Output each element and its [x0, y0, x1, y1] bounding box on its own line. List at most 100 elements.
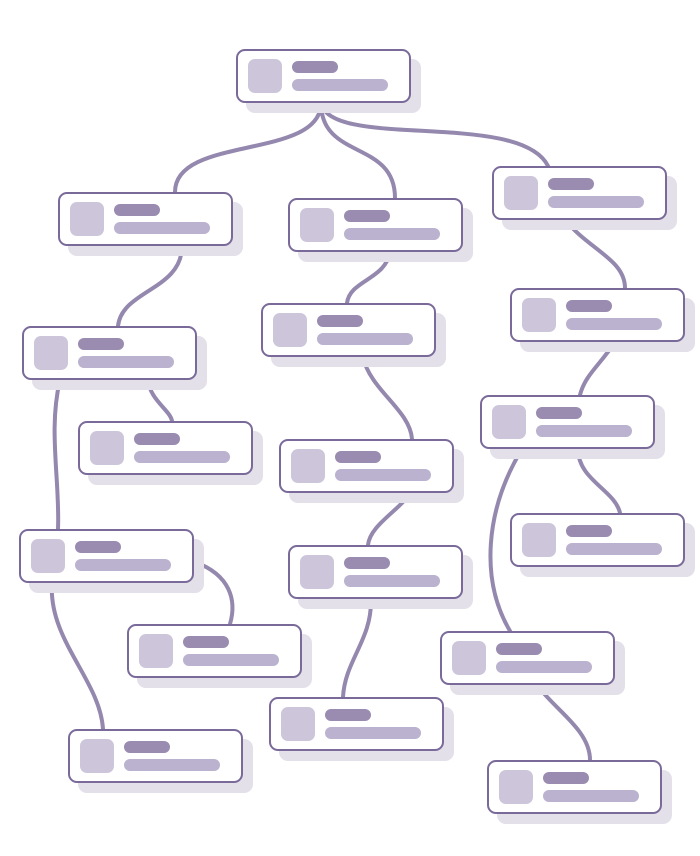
- node-subtitle-placeholder: [543, 790, 639, 802]
- node-card[interactable]: [236, 49, 411, 103]
- diagram-node[interactable]: [510, 288, 695, 352]
- node-card[interactable]: [279, 439, 454, 493]
- node-thumbnail-icon: [70, 202, 104, 236]
- diagram-node[interactable]: [279, 439, 464, 503]
- node-thumbnail-icon: [499, 770, 533, 804]
- node-subtitle-placeholder: [183, 654, 279, 666]
- node-card[interactable]: [78, 421, 253, 475]
- node-card[interactable]: [22, 326, 197, 380]
- node-subtitle-placeholder: [292, 79, 388, 91]
- node-subtitle-placeholder: [566, 543, 662, 555]
- node-thumbnail-icon: [80, 739, 114, 773]
- node-subtitle-placeholder: [536, 425, 632, 437]
- node-subtitle-placeholder: [548, 196, 644, 208]
- node-subtitle-placeholder: [114, 222, 210, 234]
- node-title-placeholder: [124, 741, 170, 753]
- node-title-placeholder: [183, 636, 229, 648]
- node-thumbnail-icon: [31, 539, 65, 573]
- node-thumbnail-icon: [291, 449, 325, 483]
- node-card[interactable]: [480, 395, 655, 449]
- node-thumbnail-icon: [452, 641, 486, 675]
- node-thumbnail-icon: [248, 59, 282, 93]
- node-card[interactable]: [19, 529, 194, 583]
- node-subtitle-placeholder: [344, 228, 440, 240]
- node-subtitle-placeholder: [566, 318, 662, 330]
- connector-edge: [341, 597, 374, 699]
- node-thumbnail-icon: [522, 523, 556, 557]
- node-thumbnail-icon: [273, 313, 307, 347]
- node-thumbnail-icon: [300, 208, 334, 242]
- node-subtitle-placeholder: [344, 575, 440, 587]
- diagram-node[interactable]: [261, 303, 446, 367]
- node-thumbnail-icon: [492, 405, 526, 439]
- connector-edge: [535, 683, 592, 762]
- node-subtitle-placeholder: [496, 661, 592, 673]
- diagram-node[interactable]: [288, 198, 473, 262]
- node-title-placeholder: [344, 557, 390, 569]
- node-card[interactable]: [58, 192, 233, 246]
- connector-edge: [488, 447, 524, 633]
- node-thumbnail-icon: [90, 431, 124, 465]
- node-title-placeholder: [78, 338, 124, 350]
- node-card[interactable]: [510, 288, 685, 342]
- node-card[interactable]: [510, 513, 685, 567]
- node-title-placeholder: [344, 210, 390, 222]
- node-card[interactable]: [487, 760, 662, 814]
- node-card[interactable]: [261, 303, 436, 357]
- node-thumbnail-icon: [522, 298, 556, 332]
- node-subtitle-placeholder: [124, 759, 220, 771]
- diagram-node[interactable]: [510, 513, 695, 577]
- node-title-placeholder: [325, 709, 371, 721]
- node-title-placeholder: [566, 525, 612, 537]
- node-title-placeholder: [292, 61, 338, 73]
- node-subtitle-placeholder: [134, 451, 230, 463]
- node-card[interactable]: [440, 631, 615, 685]
- node-title-placeholder: [566, 300, 612, 312]
- diagram-node[interactable]: [269, 697, 454, 761]
- diagram-node[interactable]: [236, 49, 421, 113]
- node-subtitle-placeholder: [78, 356, 174, 368]
- node-card[interactable]: [269, 697, 444, 751]
- connector-edge: [49, 581, 105, 731]
- node-title-placeholder: [543, 772, 589, 784]
- diagram-node[interactable]: [19, 529, 204, 593]
- node-title-placeholder: [496, 643, 542, 655]
- connector-edge: [52, 378, 62, 531]
- node-thumbnail-icon: [281, 707, 315, 741]
- connector-edge: [361, 355, 414, 441]
- diagram-node[interactable]: [22, 326, 207, 390]
- node-title-placeholder: [317, 315, 363, 327]
- connector-edge: [116, 244, 184, 328]
- node-card[interactable]: [127, 624, 302, 678]
- node-card[interactable]: [492, 166, 667, 220]
- node-title-placeholder: [335, 451, 381, 463]
- diagram-node[interactable]: [78, 421, 263, 485]
- diagram-node[interactable]: [440, 631, 625, 695]
- node-title-placeholder: [114, 204, 160, 216]
- diagram-node[interactable]: [288, 545, 473, 609]
- connector-edge: [319, 101, 397, 200]
- node-title-placeholder: [548, 178, 594, 190]
- node-title-placeholder: [134, 433, 180, 445]
- diagram-node[interactable]: [492, 166, 677, 230]
- connector-edge: [193, 560, 235, 626]
- connector-edge: [319, 101, 550, 168]
- node-card[interactable]: [288, 545, 463, 599]
- node-subtitle-placeholder: [75, 559, 171, 571]
- node-subtitle-placeholder: [335, 469, 431, 481]
- connector-edge: [173, 101, 323, 194]
- node-card[interactable]: [68, 729, 243, 783]
- node-card[interactable]: [288, 198, 463, 252]
- diagram-node[interactable]: [58, 192, 243, 256]
- diagram-node[interactable]: [68, 729, 253, 793]
- diagram-node[interactable]: [127, 624, 312, 688]
- node-title-placeholder: [536, 407, 582, 419]
- node-title-placeholder: [75, 541, 121, 553]
- diagram-node[interactable]: [480, 395, 665, 459]
- node-thumbnail-icon: [300, 555, 334, 589]
- diagram-node[interactable]: [487, 760, 672, 824]
- connector-edge: [563, 218, 627, 290]
- node-thumbnail-icon: [139, 634, 173, 668]
- node-subtitle-placeholder: [325, 727, 421, 739]
- node-thumbnail-icon: [34, 336, 68, 370]
